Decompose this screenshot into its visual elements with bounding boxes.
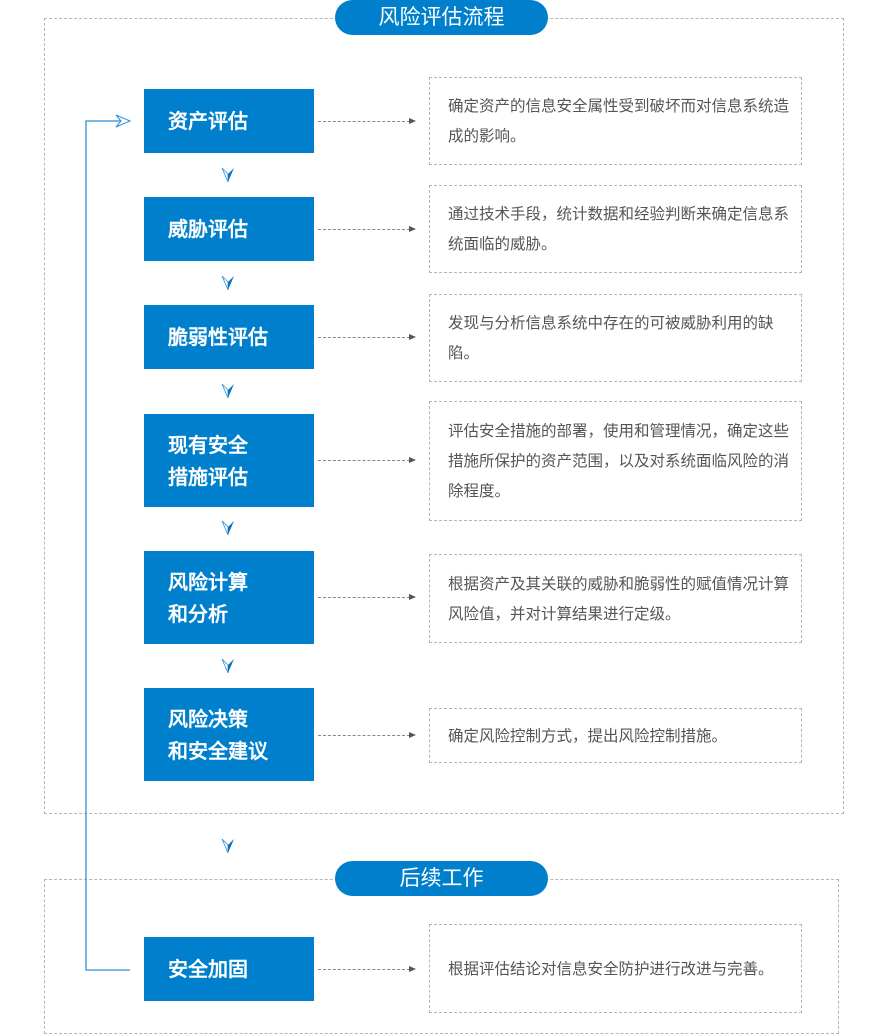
desc-risk-calculation: 根据资产及其关联的威胁和脆弱性的赋值情况计算风险值，并对计算结果进行定级。 [429, 554, 802, 643]
step-security-hardening: 安全加固 [144, 937, 314, 1001]
down-arrow-icon [221, 658, 234, 674]
desc-security-hardening: 根据评估结论对信息安全防护进行改进与完善。 [429, 924, 802, 1013]
connector-arrow [318, 457, 416, 463]
section-title-risk-assessment: 风险评估流程 [335, 0, 548, 35]
desc-asset-assessment: 确定资产的信息安全属性受到破坏而对信息系统造成的影响。 [429, 77, 802, 165]
down-arrow-icon [221, 275, 234, 291]
desc-risk-decision: 确定风险控制方式，提出风险控制措施。 [429, 708, 802, 763]
down-arrow-icon [221, 520, 234, 536]
step-risk-decision: 风险决策 和安全建议 [144, 688, 314, 781]
connector-arrow [318, 594, 416, 600]
desc-vulnerability-assessment: 发现与分析信息系统中存在的可被威胁利用的缺陷。 [429, 294, 802, 382]
connector-arrow [318, 118, 416, 124]
down-arrow-icon [221, 838, 234, 854]
connector-arrow [318, 732, 416, 738]
step-existing-controls-assessment: 现有安全 措施评估 [144, 414, 314, 507]
connector-arrow [318, 226, 416, 232]
step-asset-assessment: 资产评估 [144, 89, 314, 153]
desc-threat-assessment: 通过技术手段，统计数据和经验判断来确定信息系统面临的威胁。 [429, 185, 802, 273]
section-title-follow-up: 后续工作 [335, 861, 548, 896]
connector-arrow [318, 966, 416, 972]
step-risk-calculation: 风险计算 和分析 [144, 551, 314, 644]
down-arrow-icon [221, 383, 234, 399]
desc-existing-controls: 评估安全措施的部署，使用和管理情况，确定这些措施所保护的资产范围，以及对系统面临… [429, 401, 802, 521]
connector-arrow [318, 334, 416, 340]
step-vulnerability-assessment: 脆弱性评估 [144, 305, 314, 369]
step-threat-assessment: 威胁评估 [144, 197, 314, 261]
down-arrow-icon [221, 167, 234, 183]
